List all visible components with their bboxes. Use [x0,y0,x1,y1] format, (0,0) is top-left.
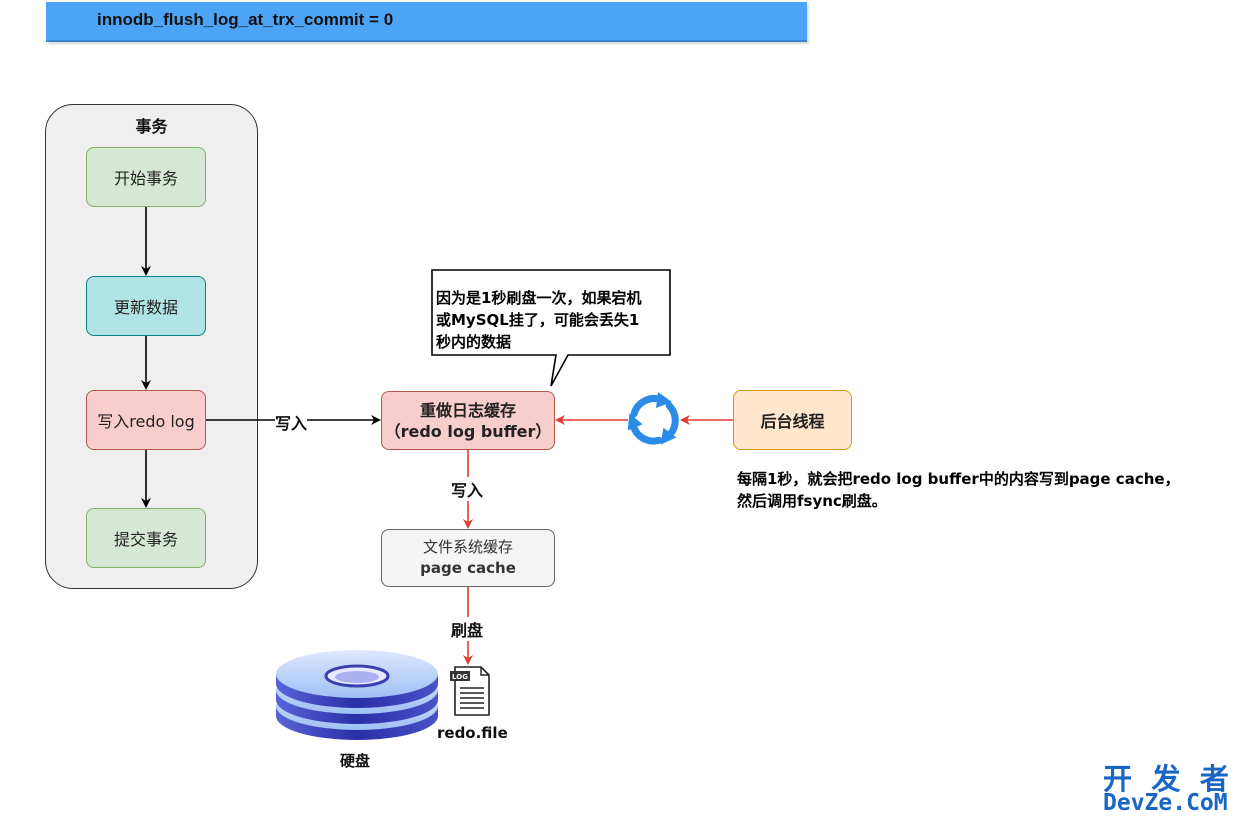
cache-line1: 文件系统缓存 [422,538,513,556]
thread-label: 后台线程 [760,412,825,431]
step-commit-label: 提交事务 [113,530,178,549]
step-commit-transaction: 提交事务 [86,508,206,568]
callout-line-2: 或MySQL挂了，可能会丢失1 [436,311,640,329]
flush-note: 每隔1秒，就会把redo log buffer中的内容写到page cache，… [737,468,1180,512]
step-write-redo-log: 写入redo log [86,390,206,450]
label-write-to-cache: 写入 [451,477,484,501]
label-flush: 刷盘 [451,617,484,641]
log-badge: LOG [452,673,468,681]
label-write-to-buffer: 写入 [275,410,308,434]
step-write-label: 写入redo log [97,412,195,431]
step-begin-transaction: 开始事务 [86,147,206,207]
cache-line2: page cache [420,559,516,577]
callout-text: 因为是1秒刷盘一次，如果宕机 或MySQL挂了，可能会丢失1 秒内的数据 [436,287,641,353]
callout-line-3: 秒内的数据 [436,333,512,351]
log-file-icon: LOG [450,666,490,716]
redo-log-buffer-node: 重做日志缓存 （redo log buffer） [381,391,555,450]
file-label: redo.file [437,724,508,742]
step-begin-label: 开始事务 [113,169,178,188]
step-update-data: 更新数据 [86,276,206,336]
watermark-en: DevZe.CoM [1103,790,1228,816]
banner-text: innodb_flush_log_at_trx_commit = 0 [97,10,394,29]
callout-line-1: 因为是1秒刷盘一次，如果宕机 [436,289,642,307]
flush-note-line-2: 然后调用fsync刷盘。 [737,492,887,510]
title-banner [46,2,807,42]
transaction-title: 事务 [135,117,168,136]
disk-icon [276,650,438,740]
callout-bubble [431,269,671,387]
refresh-icon [627,392,679,445]
background-thread-node: 后台线程 [733,390,852,450]
step-update-label: 更新数据 [113,298,178,317]
watermark-cn: 开 发 者 [1103,762,1230,796]
buffer-line2: （redo log buffer） [384,421,552,441]
buffer-line1: 重做日志缓存 [419,400,516,420]
page-cache-node: 文件系统缓存 page cache [381,529,555,587]
disk-label: 硬盘 [340,752,371,770]
flush-note-line-1: 每隔1秒，就会把redo log buffer中的内容写到page cache， [737,470,1180,488]
